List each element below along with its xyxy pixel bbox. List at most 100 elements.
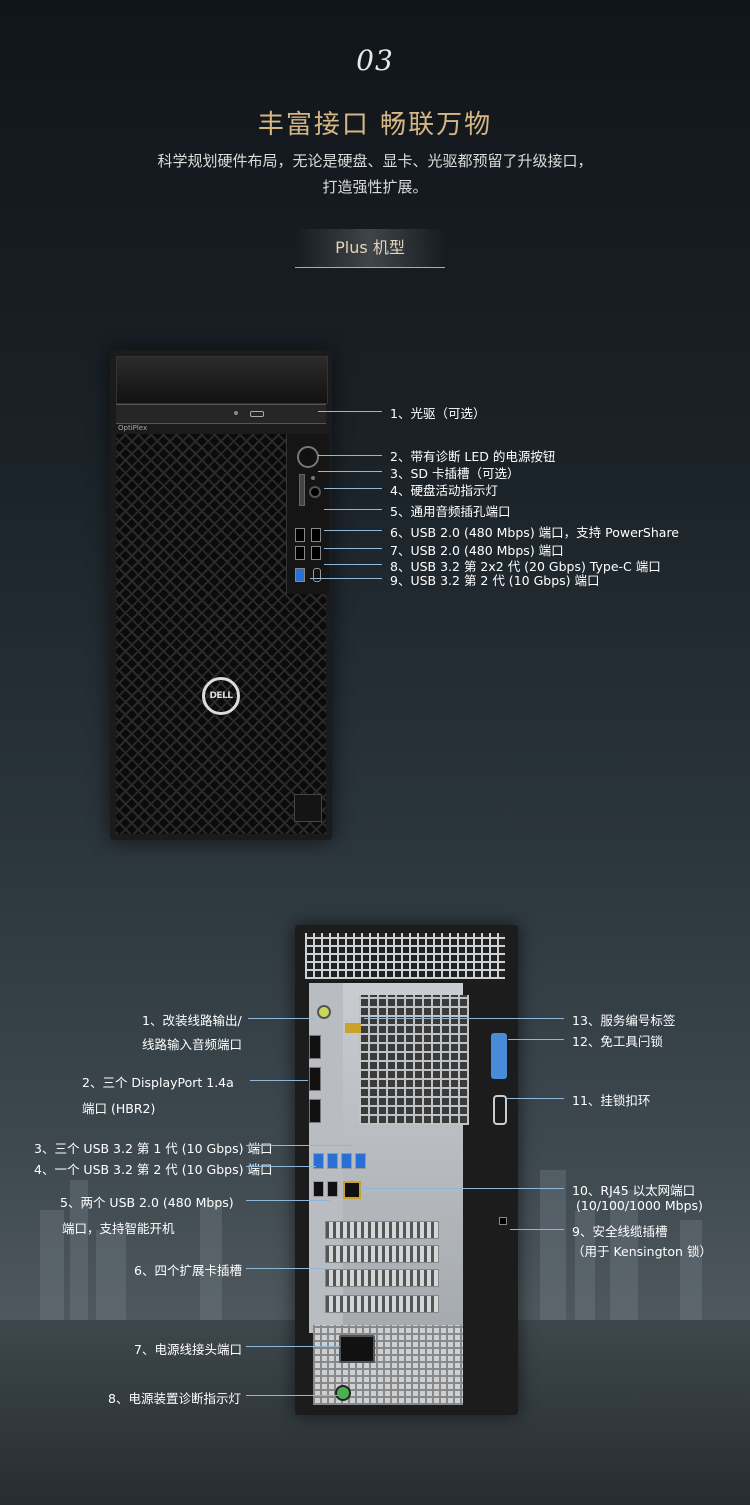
- top-bezel: [116, 356, 328, 404]
- section-subtitle-line1: 科学规划硬件布局，无论是硬盘、显卡、光驱都预留了升级接口，: [157, 152, 593, 170]
- rear-label-7: 7、电源线接头端口: [134, 1342, 242, 1357]
- leader-line: [310, 578, 382, 579]
- usb-a-blue-icon: [313, 1153, 324, 1169]
- audio-port-icon: [317, 1005, 331, 1019]
- brand-text: OptiPlex: [118, 424, 148, 432]
- padlock-loop-icon: [493, 1095, 507, 1125]
- leader-line: [246, 1145, 352, 1146]
- expansion-slot: [325, 1269, 439, 1287]
- rear-label-2a: 2、三个 DisplayPort 1.4a: [82, 1075, 234, 1090]
- toolless-latch-icon: [491, 1033, 507, 1079]
- leader-line: [246, 1200, 330, 1201]
- front-label-2: 2、带有诊断 LED 的电源按钮: [390, 449, 556, 464]
- front-label-8: 8、USB 3.2 第 2x2 代 (20 Gbps) Type-C 端口: [390, 559, 661, 574]
- leader-line: [324, 488, 382, 489]
- leader-line: [508, 1039, 564, 1040]
- front-label-7: 7、USB 2.0 (480 Mbps) 端口: [390, 543, 564, 558]
- rear-label-8: 8、电源装置诊断指示灯: [108, 1391, 241, 1406]
- optical-drive: [116, 404, 326, 424]
- usb-a-blue-icon: [355, 1153, 366, 1169]
- fan-vent: [359, 995, 469, 1125]
- building: [680, 1220, 702, 1320]
- leader-line: [250, 1080, 308, 1081]
- service-tag-icon: [345, 1023, 361, 1033]
- front-label-4: 4、硬盘活动指示灯: [390, 483, 498, 498]
- leader-line: [246, 1268, 326, 1269]
- leader-line: [324, 509, 382, 510]
- front-label-9: 9、USB 3.2 第 2 代 (10 Gbps) 端口: [390, 573, 600, 588]
- rear-label-5b: 端口，支持智能开机: [62, 1221, 175, 1236]
- audio-jack-icon: [309, 486, 321, 498]
- front-label-5: 5、通用音频插孔端口: [390, 504, 511, 519]
- dell-logo-icon: DELL: [202, 677, 240, 715]
- usb-a-blue-icon: [295, 568, 305, 582]
- expansion-slot: [325, 1245, 439, 1263]
- rear-label-1b: 线路输入音频端口: [142, 1037, 243, 1052]
- rear-label-11: 11、挂锁扣环: [572, 1093, 651, 1108]
- leader-line: [506, 1098, 564, 1099]
- rear-label-1a: 1、改装线路输出/: [142, 1013, 242, 1028]
- leader-line: [246, 1346, 340, 1347]
- leader-line: [510, 1229, 564, 1230]
- rear-tower-image: [295, 925, 518, 1415]
- leader-line: [318, 411, 382, 412]
- rear-label-3: 3、三个 USB 3.2 第 1 代 (10 Gbps) 端口: [34, 1141, 273, 1156]
- rear-label-10b: (10/100/1000 Mbps): [576, 1198, 703, 1213]
- building: [575, 1210, 595, 1320]
- leader-line: [248, 1018, 314, 1019]
- rear-label-9a: 9、安全线缆插槽: [572, 1224, 668, 1239]
- leader-line: [364, 1018, 564, 1019]
- rj45-port-icon: [343, 1181, 361, 1199]
- eject-button-icon: [250, 411, 264, 417]
- top-vent: [305, 933, 505, 979]
- building: [540, 1170, 566, 1320]
- building: [200, 1200, 222, 1320]
- rear-label-9b: （用于 Kensington 锁）: [572, 1244, 712, 1259]
- section-title: 丰富接口 畅联万物: [257, 110, 493, 140]
- expansion-slot: [325, 1221, 439, 1239]
- leader-line: [324, 564, 382, 565]
- power-button-icon: [297, 446, 319, 468]
- building: [70, 1180, 88, 1320]
- section-number: 03: [356, 44, 394, 77]
- rear-label-5a: 5、两个 USB 2.0 (480 Mbps): [60, 1195, 234, 1210]
- front-io-panel: [286, 434, 329, 594]
- rear-label-10a: 10、RJ45 以太网端口: [572, 1183, 696, 1198]
- leader-line: [360, 1188, 564, 1189]
- leader-line: [246, 1395, 338, 1396]
- rear-label-4: 4、一个 USB 3.2 第 2 代 (10 Gbps) 端口: [34, 1162, 273, 1177]
- power-connector-icon: [339, 1335, 375, 1363]
- rear-label-13: 13、服务编号标签: [572, 1013, 676, 1028]
- rear-label-6: 6、四个扩展卡插槽: [134, 1263, 242, 1278]
- usb-a-icon: [327, 1181, 338, 1197]
- usb-a-icon: [313, 1181, 324, 1197]
- leader-line: [324, 548, 382, 549]
- usb-a-blue-icon: [327, 1153, 338, 1169]
- building: [96, 1230, 126, 1320]
- displayport-icon: [309, 1035, 321, 1059]
- leader-line: [324, 530, 382, 531]
- building: [610, 1190, 638, 1320]
- usb-a-icon: [295, 546, 305, 560]
- sd-slot-icon: [299, 474, 305, 506]
- leader-line: [318, 455, 382, 456]
- service-tag-icon: [294, 794, 322, 822]
- displayport-icon: [309, 1067, 321, 1091]
- odd-led-icon: [234, 411, 238, 415]
- front-label-1: 1、光驱（可选）: [390, 406, 486, 421]
- model-badge: Plus 机型: [295, 229, 445, 268]
- hdd-led-icon: [311, 476, 315, 480]
- usb-a-icon: [311, 528, 321, 542]
- front-label-6: 6、USB 2.0 (480 Mbps) 端口，支持 PowerShare: [390, 525, 680, 540]
- usb-a-icon: [295, 528, 305, 542]
- usb-c-icon: [313, 568, 321, 582]
- rear-label-2b: 端口 (HBR2): [82, 1101, 156, 1116]
- leader-line: [246, 1166, 316, 1167]
- section-subtitle-line2: 打造强性扩展。: [322, 178, 428, 196]
- usb-a-blue-icon: [341, 1153, 352, 1169]
- front-tower-image: OptiPlex DELL: [110, 350, 332, 840]
- leader-line: [318, 471, 382, 472]
- building: [40, 1210, 64, 1320]
- expansion-slot: [325, 1295, 439, 1313]
- psu-diagnostic-led-icon: [335, 1385, 351, 1401]
